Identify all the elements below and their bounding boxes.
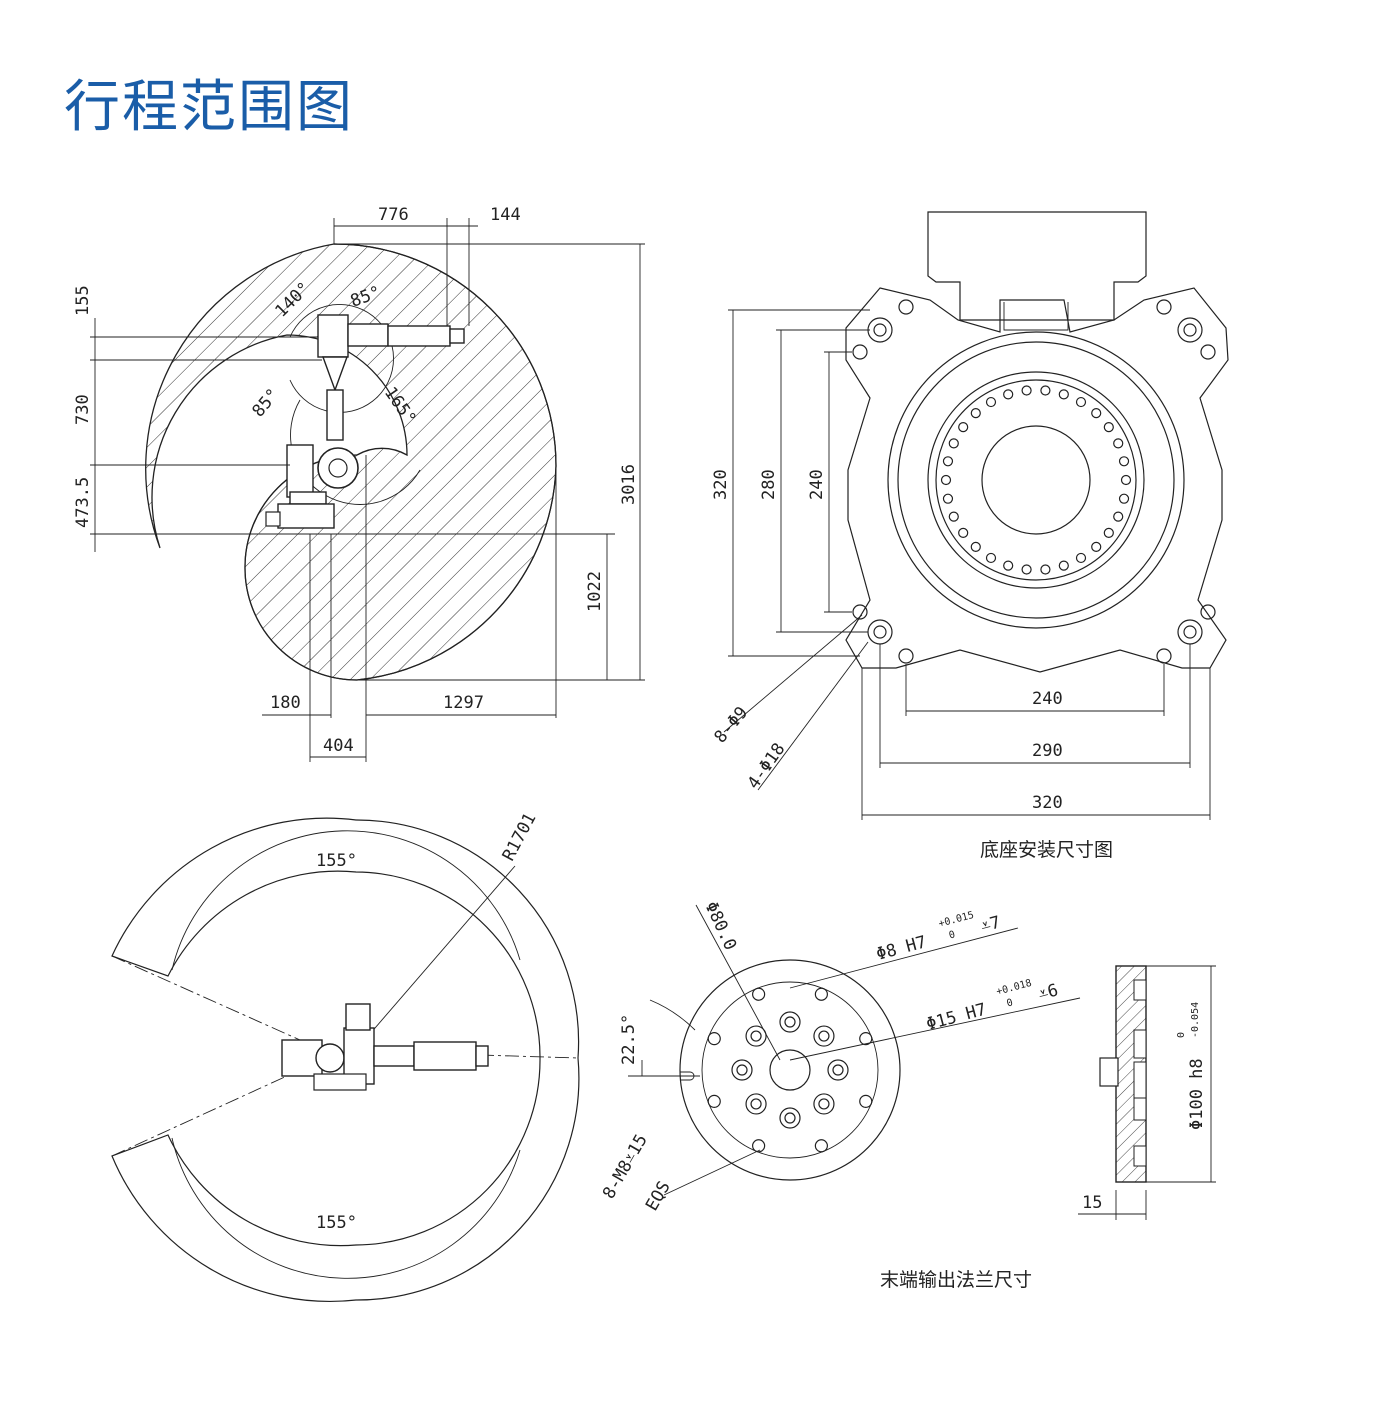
flange-dia100-tol-lo: -0.054	[1190, 1002, 1201, 1038]
flange-view: Φ80.0 Φ8 H7 +0.015 0 ⩡7 Φ15 H7 +0.018 0 …	[599, 899, 1216, 1291]
flange-dia100-tol-up: 0	[1176, 1032, 1187, 1038]
base-center-bore	[981, 425, 1091, 535]
base-dim-h290: 290	[1032, 741, 1063, 761]
flange-outer	[679, 959, 901, 1181]
flange-pin8: Φ8 H7	[874, 932, 929, 965]
flange-caption: 末端输出法兰尺寸	[880, 1269, 1032, 1291]
top-angle-bottom: 155°	[316, 1213, 357, 1233]
flange-pin15-depth: ⩡6	[1036, 980, 1060, 1004]
base-holes-8: 8-Φ9	[711, 703, 753, 747]
dim-776: 776	[378, 205, 409, 225]
base-top-bracket	[927, 211, 1147, 321]
flange-section	[1078, 965, 1216, 1220]
dim-3016: 3016	[619, 464, 639, 505]
base-caption: 底座安装尺寸图	[980, 839, 1113, 861]
base-dim-h240: 240	[1032, 689, 1063, 709]
page-title: 行程范围图	[64, 75, 354, 140]
base-dim-h320: 320	[1032, 793, 1063, 813]
flange-holes	[707, 987, 873, 1153]
top-angle-top: 155°	[316, 851, 357, 871]
dim-473-5: 473.5	[73, 477, 93, 528]
flange-pin15-tol-up: +0.018	[995, 978, 1033, 998]
base-corner-holes	[852, 299, 1216, 664]
dim-144: 144	[490, 205, 521, 225]
dim-1022: 1022	[585, 571, 605, 612]
top-view: R1701 155° 155°	[111, 810, 580, 1303]
flange-pin8-tol-up: +0.015	[937, 910, 975, 930]
angle-85-left: 85°	[249, 385, 284, 421]
flange-eqs: EQS	[642, 1178, 675, 1215]
flange-pin8-tol-lo: 0	[948, 929, 957, 941]
flange-pin15: Φ15 H7	[924, 1000, 989, 1035]
dim-730: 730	[73, 394, 93, 425]
base-dim-v320: 320	[711, 469, 731, 500]
robot-arm-top	[281, 1003, 489, 1091]
side-view: 776 144 155 730 473.5 3016 1022 180 1297…	[73, 205, 645, 762]
base-holes-4: 4-Φ18	[744, 739, 790, 792]
flange-pin15-tol-lo: 0	[1006, 997, 1015, 1009]
top-radius: R1701	[499, 810, 541, 865]
flange-thread: 8-M8⩡15	[599, 1131, 652, 1202]
reach-circle	[289, 304, 394, 413]
flange-dia80: Φ80.0	[700, 899, 740, 954]
dim-404: 404	[323, 736, 354, 756]
base-dim-v240: 240	[807, 469, 827, 500]
base-plate-outline	[845, 287, 1229, 673]
dim-155: 155	[73, 285, 93, 316]
base-bolt-ring	[927, 371, 1145, 589]
robot-arm-side	[265, 314, 465, 529]
dim-180: 180	[270, 693, 301, 713]
dim-1297: 1297	[443, 693, 484, 713]
top-envelope	[111, 817, 580, 1303]
base-dim-v280: 280	[759, 469, 779, 500]
flange-angle: 22.5°	[619, 1014, 639, 1065]
flange-thickness: 15	[1082, 1193, 1102, 1213]
flange-center	[769, 1049, 811, 1091]
base-outer-ring	[887, 331, 1185, 629]
envelope-outer-arc	[333, 243, 557, 681]
base-bolt-holes	[940, 385, 1132, 575]
base-view: 320 280 240 240 290 320 8-Φ9 4-Φ18 底座安装尺…	[711, 211, 1229, 861]
flange-dia100: Φ100 h8	[1187, 1058, 1207, 1130]
